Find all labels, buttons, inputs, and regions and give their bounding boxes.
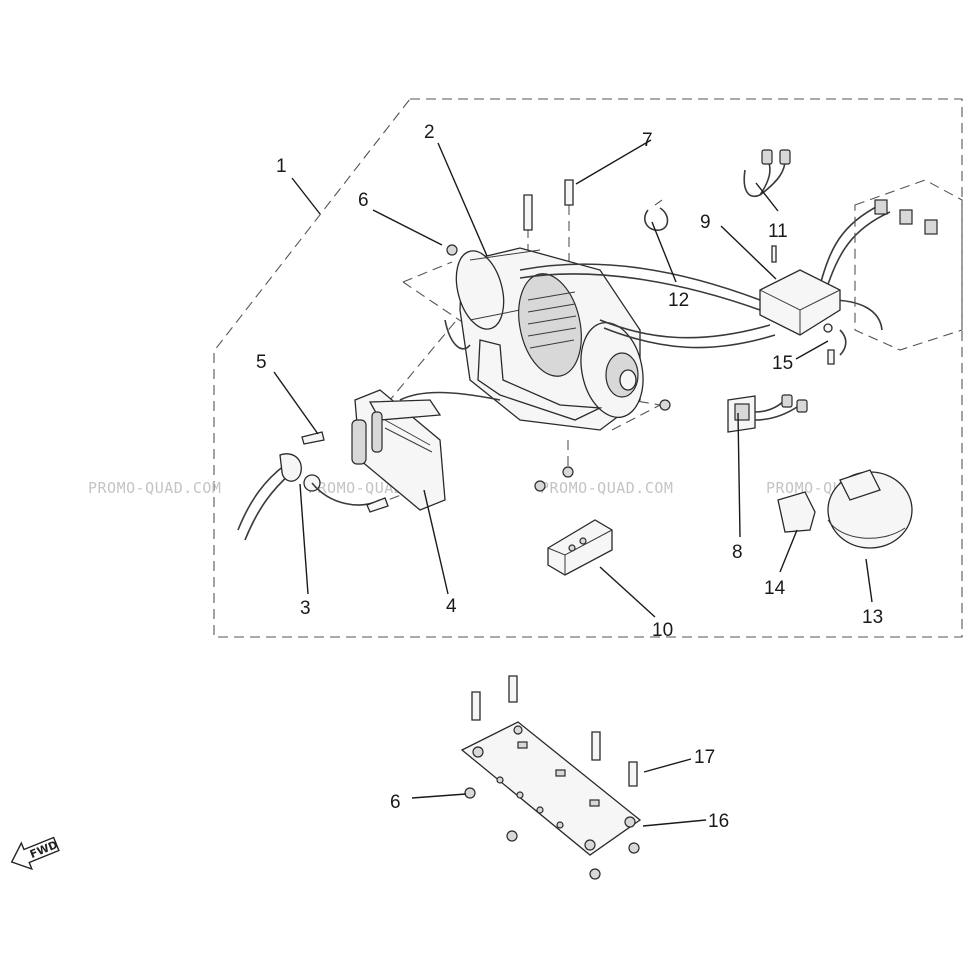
mounting-plate xyxy=(460,721,642,856)
watermark: PROMO-QUAD.COM xyxy=(540,479,673,497)
leader-lines xyxy=(273,139,873,827)
plate-bolts xyxy=(464,675,640,880)
forward-arrow-icon: FWD xyxy=(10,836,60,871)
callout-17: 17 xyxy=(694,747,715,768)
remote-control xyxy=(547,519,613,576)
callout-6: 6 xyxy=(358,190,369,211)
watermark: PROMO-QUAD.COM xyxy=(88,479,221,497)
callout-8: 8 xyxy=(732,542,743,563)
callout-9: 9 xyxy=(700,212,711,233)
callout-5: 5 xyxy=(256,352,267,373)
kit-boundary xyxy=(213,98,963,638)
rocker-switch xyxy=(727,394,808,433)
callout-3: 3 xyxy=(300,598,311,619)
callout-6-plate: 6 xyxy=(390,792,401,813)
callout-12: 12 xyxy=(668,290,689,311)
battery-outline xyxy=(854,179,963,351)
callout-1: 1 xyxy=(276,156,287,177)
callout-15: 15 xyxy=(772,353,793,374)
callout-10: 10 xyxy=(652,620,673,641)
fasteners xyxy=(301,179,835,513)
callout-14: 14 xyxy=(764,578,786,599)
switch-cover xyxy=(827,469,913,549)
callout-2: 2 xyxy=(424,122,435,143)
hook-and-cable xyxy=(237,453,381,541)
callout-13: 13 xyxy=(862,607,883,628)
callout-labels: 1 2 3 4 5 6 7 8 9 10 11 12 13 14 15 16 1… xyxy=(256,122,883,832)
contactor-control-box xyxy=(759,269,841,336)
callout-7: 7 xyxy=(642,130,653,151)
switch-bezel xyxy=(777,491,816,533)
cable-clamp xyxy=(644,199,669,231)
fwd-label: FWD xyxy=(28,838,60,861)
callout-16: 16 xyxy=(708,811,729,832)
wiring-harness xyxy=(399,204,891,401)
roller-fairlead-bracket xyxy=(351,389,446,511)
switch-harness xyxy=(743,149,791,197)
callout-4: 4 xyxy=(446,596,457,617)
winch-assembly xyxy=(444,247,644,431)
callout-11: 11 xyxy=(768,221,788,242)
